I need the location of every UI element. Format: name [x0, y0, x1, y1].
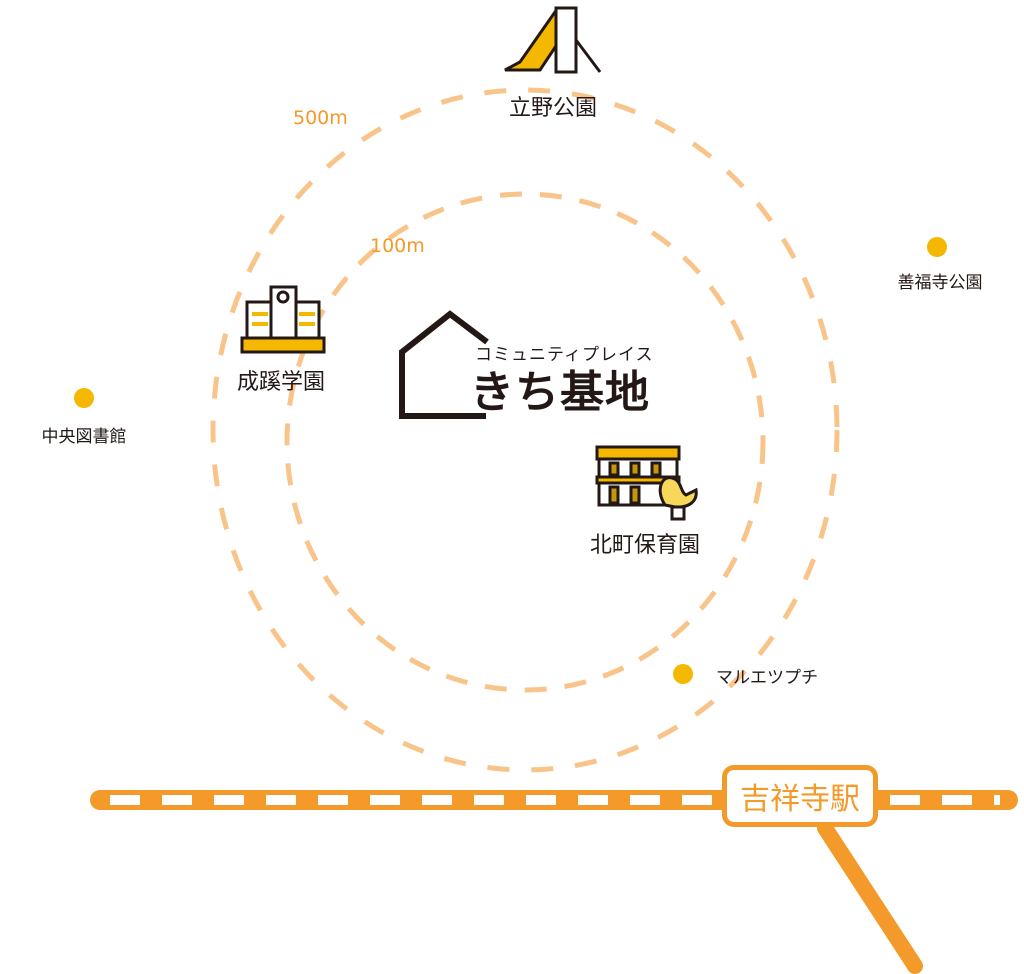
distance-label-500m: 500m	[293, 107, 348, 129]
school-icon	[240, 285, 326, 354]
label-library: 中央図書館	[41, 427, 127, 447]
label-kitamachi-nursery: 北町保育園	[589, 533, 701, 558]
library-marker	[74, 388, 94, 408]
label-maruetsu: マルエツプチ	[716, 668, 818, 688]
label-seikei: 成蹊学園	[236, 370, 326, 395]
zenpukuji-marker	[927, 237, 947, 257]
label-zenpukuji: 善福寺公園	[897, 273, 983, 293]
branch-line	[817, 820, 923, 974]
station-label: 吉祥寺駅	[740, 782, 860, 817]
nursery-icon	[595, 445, 698, 521]
house-logo-icon	[399, 310, 489, 419]
slide-icon	[504, 6, 602, 74]
label-tateno-park: 立野公園	[508, 96, 598, 121]
ring-100m	[284, 191, 766, 693]
station-kichijoji: 吉祥寺駅	[722, 765, 878, 827]
distance-label-100m: 100m	[370, 235, 425, 257]
maruetsu-marker	[673, 664, 693, 684]
ring-500m	[210, 87, 840, 773]
logo-subtitle: コミュニティプレイス	[475, 345, 654, 365]
logo-name: きち基地	[470, 367, 650, 418]
